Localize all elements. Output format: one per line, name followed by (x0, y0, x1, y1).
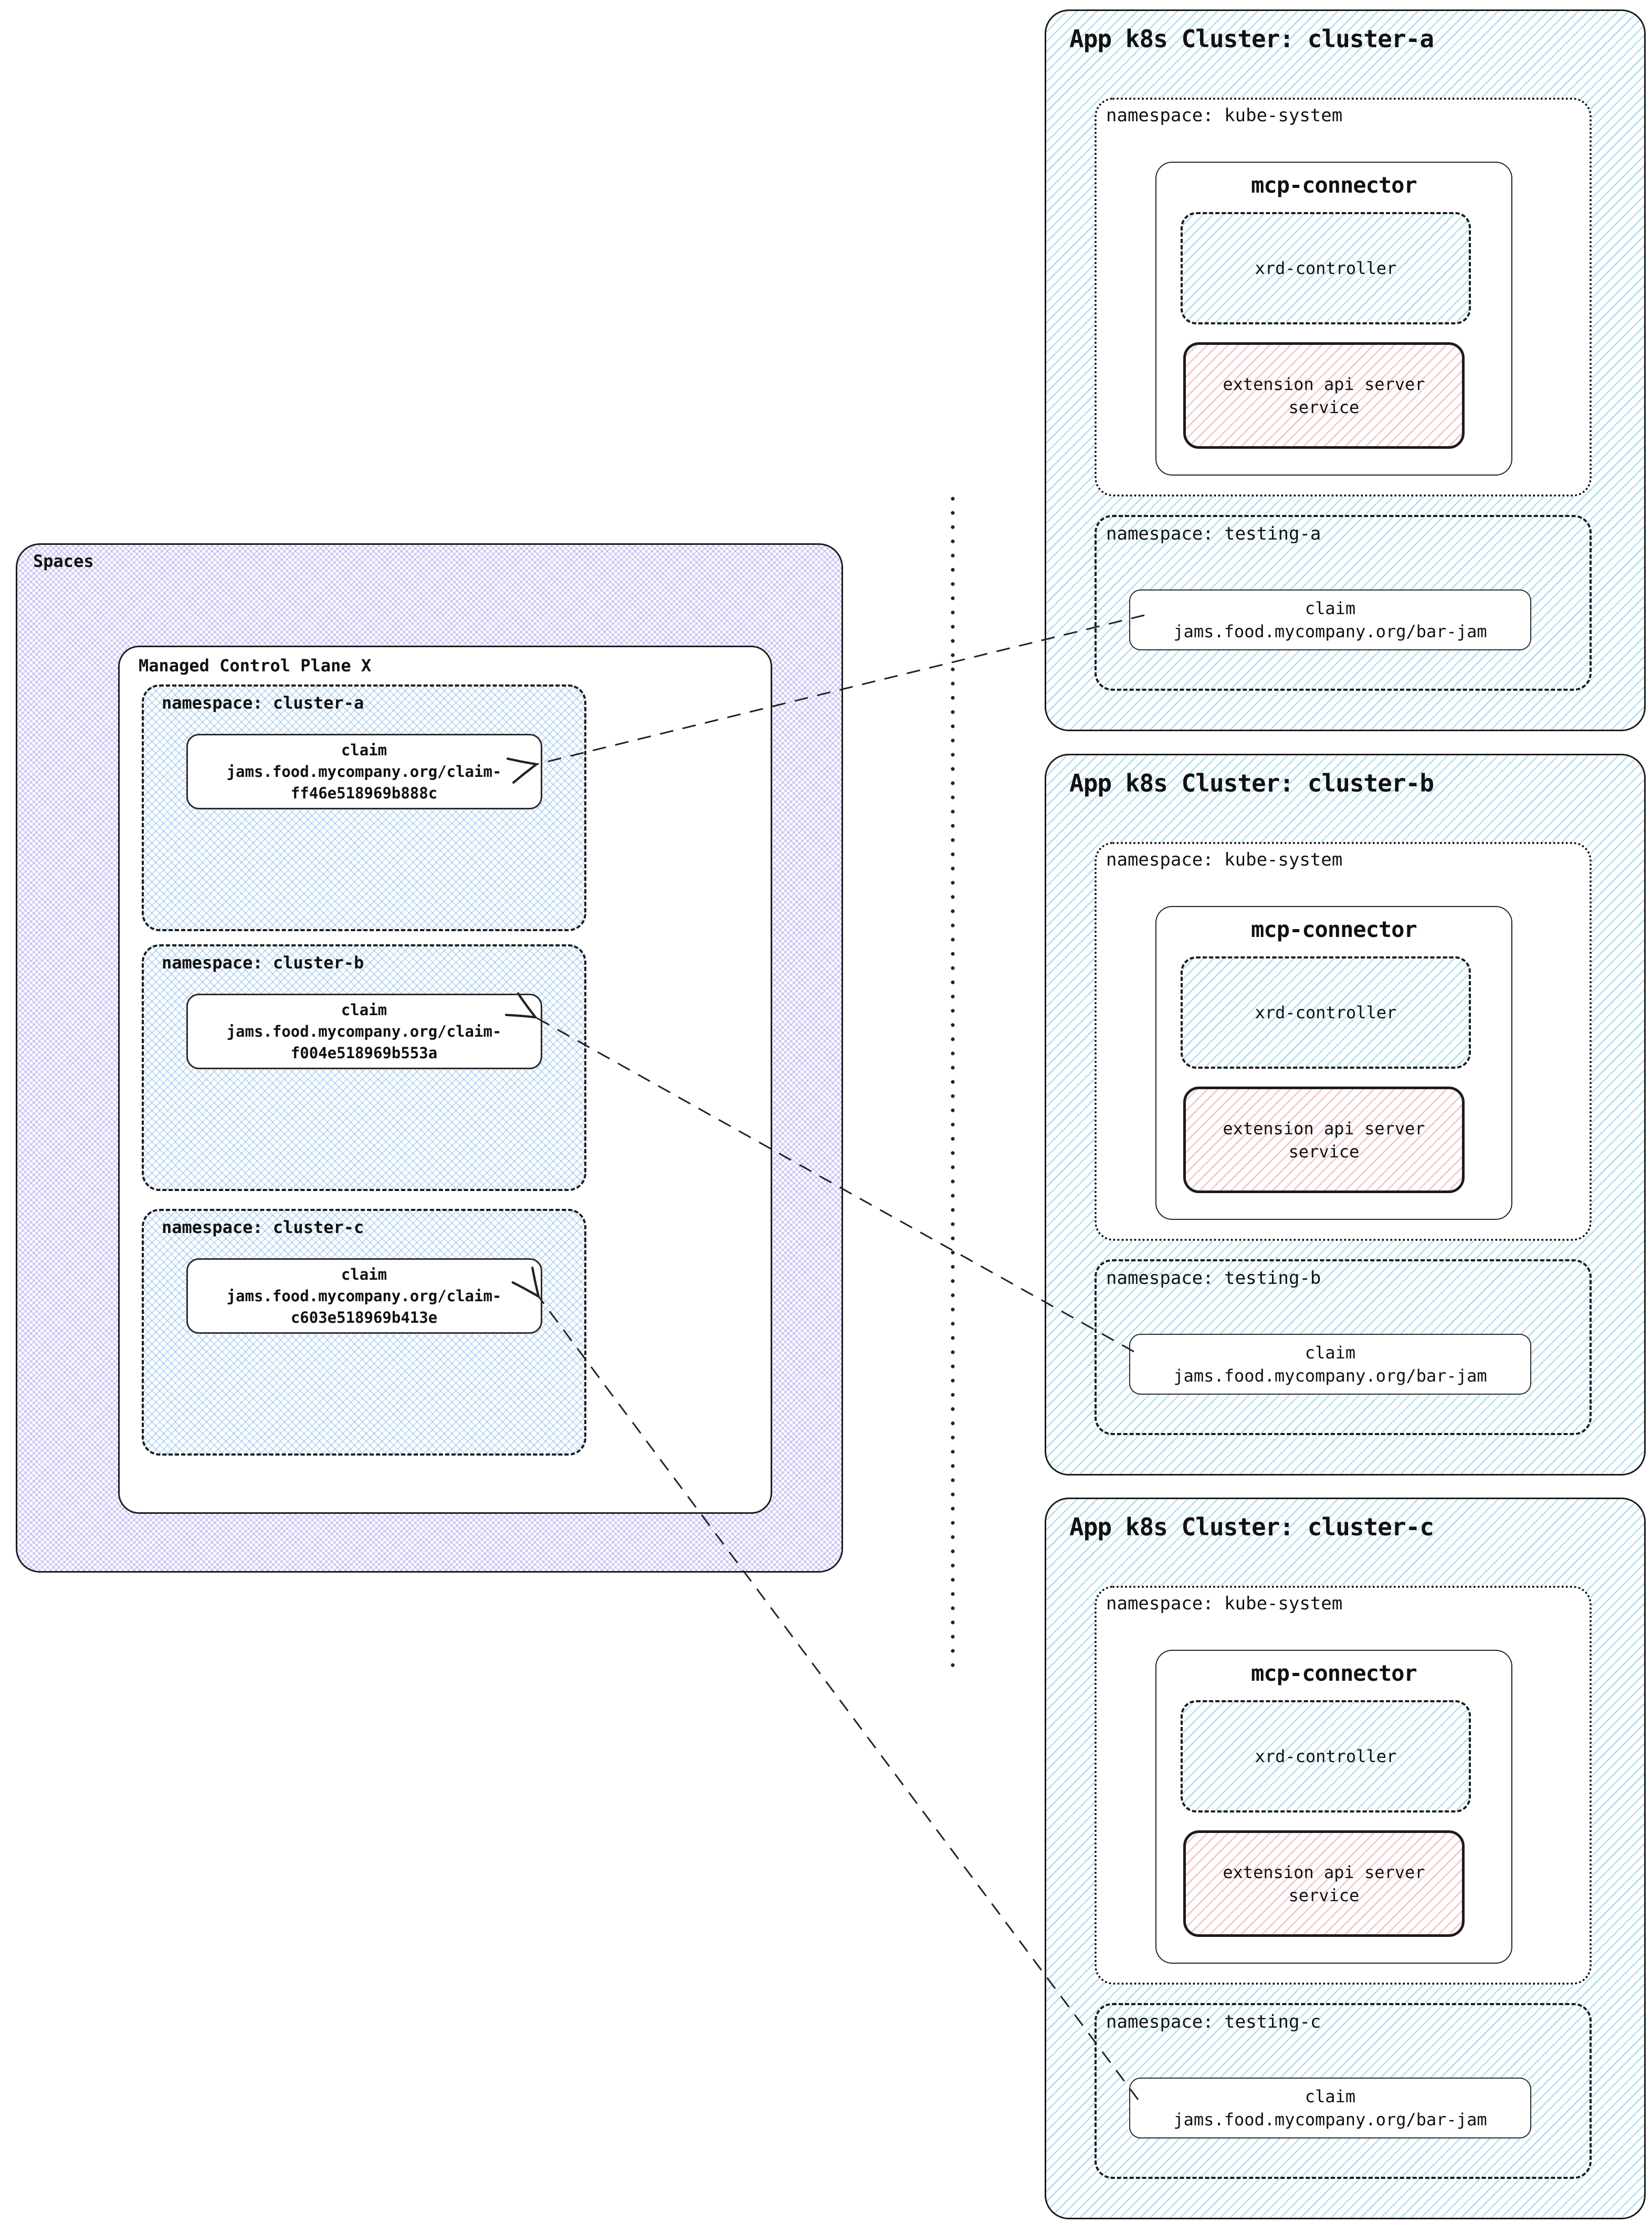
extension-api-line2: service (1288, 1141, 1360, 1162)
claim-title: claim (341, 741, 387, 759)
extension-api-line2: service (1288, 1885, 1360, 1905)
spaces-label: Spaces (33, 551, 94, 571)
extension-api-line1: extension api server (1223, 1118, 1425, 1139)
testing-c-label: namespace: testing-c (1106, 2011, 1321, 2032)
spaces-container: Spaces Managed Control Plane X namespace… (16, 543, 843, 1573)
claim-box-cluster-b: claim jams.food.mycompany.org/claim- f00… (186, 994, 542, 1069)
mcp-connector-title-a: mcp-connector (1251, 172, 1417, 198)
namespace-cluster-a-box: namespace: cluster-a claim jams.food.myc… (142, 684, 586, 931)
testing-a-namespace-box: namespace: testing-a claim jams.food.myc… (1095, 515, 1592, 691)
claim-line2: f004e518969b553a (290, 1044, 438, 1062)
claim-title: claim (341, 1000, 387, 1019)
claim-line1: jams.food.mycompany.org/claim- (226, 1287, 502, 1305)
mcp-connector-box-c: mcp-connector xrd-controller extension a… (1155, 1650, 1512, 1964)
xrd-controller-label: xrd-controller (1255, 258, 1397, 278)
xrd-controller-box-c: xrd-controller (1181, 1700, 1471, 1813)
claim-value: jams.food.mycompany.org/bar-jam (1173, 1366, 1487, 1386)
kube-system-label-b: namespace: kube-system (1106, 849, 1343, 870)
app-cluster-c-title: App k8s Cluster: cluster-c (1069, 1513, 1434, 1541)
kube-system-label-c: namespace: kube-system (1106, 1593, 1343, 1614)
xrd-controller-label: xrd-controller (1255, 1003, 1397, 1023)
namespace-cluster-c-label: namespace: cluster-c (162, 1217, 364, 1237)
app-cluster-b-title: App k8s Cluster: cluster-b (1069, 769, 1434, 797)
claim-title: claim (341, 1265, 387, 1283)
extension-api-server-box-b: extension api server service (1183, 1087, 1465, 1193)
extension-api-line1: extension api server (1223, 374, 1425, 394)
mcp-connector-box-a: mcp-connector xrd-controller extension a… (1155, 162, 1512, 476)
claim-bar-jam-box-a: claim jams.food.mycompany.org/bar-jam (1129, 589, 1531, 650)
managed-control-plane-label: Managed Control Plane X (139, 656, 372, 676)
kube-system-namespace-box-c: namespace: kube-system mcp-connector xrd… (1095, 1586, 1592, 1985)
xrd-controller-box-a: xrd-controller (1181, 212, 1471, 324)
claim-box-cluster-a: claim jams.food.mycompany.org/claim- ff4… (186, 734, 542, 809)
testing-b-label: namespace: testing-b (1106, 1268, 1321, 1289)
mcp-connector-box-b: mcp-connector xrd-controller extension a… (1155, 906, 1512, 1220)
extension-api-line1: extension api server (1223, 1862, 1425, 1882)
claim-title: claim (1304, 598, 1356, 618)
app-cluster-c-box: App k8s Cluster: cluster-c namespace: ku… (1045, 1498, 1646, 2219)
namespace-cluster-b-box: namespace: cluster-b claim jams.food.myc… (142, 944, 586, 1191)
testing-a-label: namespace: testing-a (1106, 523, 1321, 544)
claim-value: jams.food.mycompany.org/bar-jam (1173, 2110, 1487, 2130)
xrd-controller-label: xrd-controller (1255, 1746, 1397, 1766)
extension-api-server-box-a: extension api server service (1183, 342, 1465, 449)
claim-line1: jams.food.mycompany.org/claim- (226, 1022, 502, 1040)
namespace-cluster-b-label: namespace: cluster-b (162, 953, 364, 973)
app-cluster-a-box: App k8s Cluster: cluster-a namespace: ku… (1045, 9, 1646, 731)
xrd-controller-box-b: xrd-controller (1181, 956, 1471, 1069)
claim-title: claim (1304, 1343, 1356, 1363)
extension-api-server-box-c: extension api server service (1183, 1830, 1465, 1937)
managed-control-plane-box: Managed Control Plane X namespace: clust… (118, 646, 772, 1514)
claim-value: jams.food.mycompany.org/bar-jam (1173, 621, 1487, 641)
testing-b-namespace-box: namespace: testing-b claim jams.food.myc… (1095, 1259, 1592, 1435)
claim-box-cluster-c: claim jams.food.mycompany.org/claim- c60… (186, 1258, 542, 1334)
claim-title: claim (1304, 2087, 1356, 2106)
namespace-cluster-c-box: namespace: cluster-c claim jams.food.myc… (142, 1209, 586, 1456)
testing-c-namespace-box: namespace: testing-c claim jams.food.myc… (1095, 2003, 1592, 2179)
namespace-cluster-a-label: namespace: cluster-a (162, 693, 364, 713)
claim-line2: c603e518969b413e (290, 1308, 438, 1326)
kube-system-namespace-box-a: namespace: kube-system mcp-connector xrd… (1095, 98, 1592, 497)
mcp-connector-title-c: mcp-connector (1251, 1660, 1417, 1686)
claim-line1: jams.food.mycompany.org/claim- (226, 762, 502, 781)
app-cluster-a-title: App k8s Cluster: cluster-a (1069, 25, 1434, 53)
claim-line2: ff46e518969b888c (290, 784, 438, 802)
extension-api-line2: service (1288, 397, 1360, 417)
kube-system-label-a: namespace: kube-system (1106, 105, 1343, 126)
mcp-connector-title-b: mcp-connector (1251, 916, 1417, 942)
claim-bar-jam-box-c: claim jams.food.mycompany.org/bar-jam (1129, 2078, 1531, 2138)
claim-bar-jam-box-b: claim jams.food.mycompany.org/bar-jam (1129, 1334, 1531, 1395)
kube-system-namespace-box-b: namespace: kube-system mcp-connector xrd… (1095, 842, 1592, 1241)
app-cluster-b-box: App k8s Cluster: cluster-b namespace: ku… (1045, 754, 1646, 1476)
